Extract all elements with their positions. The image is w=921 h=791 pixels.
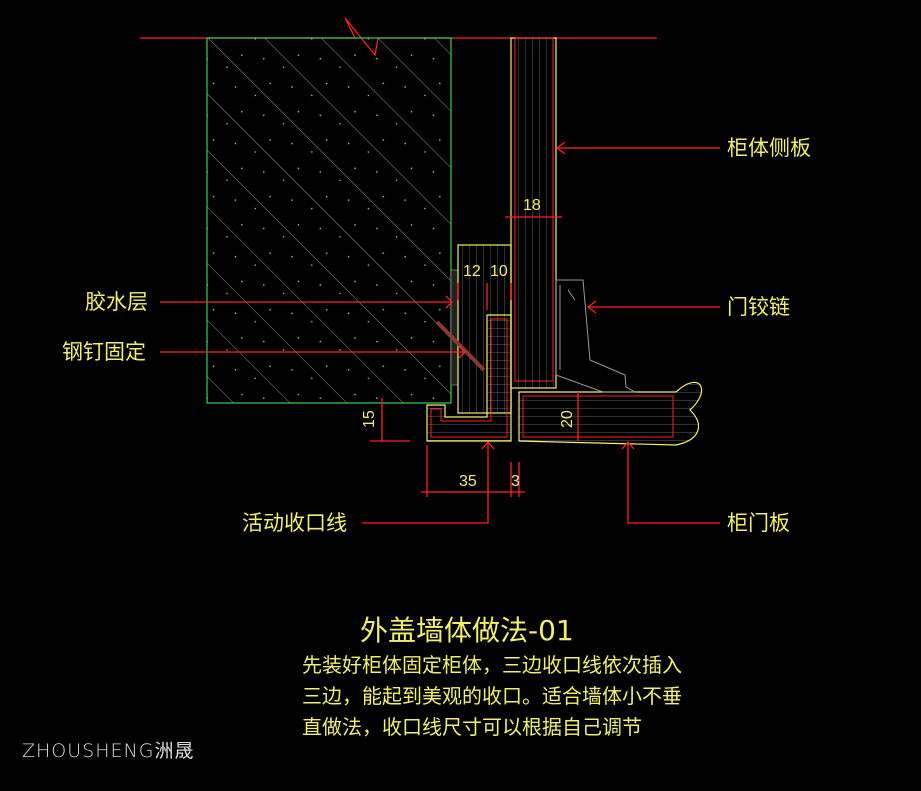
dim-15: 15	[361, 410, 378, 428]
dim-18: 18	[523, 197, 541, 214]
dim-10: 10	[490, 263, 508, 280]
door-panel-inner-line	[522, 395, 674, 438]
closing-strip-inner-line	[430, 318, 508, 438]
closing-strip	[426, 314, 512, 442]
description-line: 直做法，收口线尺寸可以根据自己调节	[302, 715, 642, 739]
side-panel-inner-line	[514, 37, 554, 382]
description-line: 先装好柜体固定柜体，三边收口线依次插入	[302, 653, 682, 677]
label-steel-nail: 钢钉固定	[62, 340, 146, 364]
label-side-panel: 柜体侧板	[727, 136, 811, 160]
hinge	[555, 279, 637, 393]
dim-3: 3	[511, 473, 520, 490]
dim-12: 12	[463, 263, 481, 280]
description: 先装好柜体固定柜体，三边收口线依次插入 三边，能起到美观的收口。适合墙体小不垂 …	[302, 650, 682, 743]
steel-nail	[435, 320, 486, 372]
glue-layer	[450, 269, 459, 386]
description-line: 三边，能起到美观的收口。适合墙体小不垂	[302, 684, 682, 708]
dim-35: 35	[459, 473, 477, 490]
label-closing-strip: 活动收口线	[242, 511, 347, 535]
leader-and-dimension-lines	[160, 141, 720, 524]
cabinet-door-panel	[518, 381, 703, 446]
dim-20: 20	[559, 410, 576, 428]
logo: ZHOUSHENG洲晟	[22, 740, 195, 762]
label-hinge: 门铰链	[727, 295, 790, 319]
label-glue-layer: 胶水层	[85, 290, 148, 314]
cabinet-side-panel	[510, 37, 557, 389]
concrete-wall	[206, 37, 452, 404]
label-door-panel: 柜门板	[727, 511, 790, 535]
drawing-title: 外盖墙体做法-01	[360, 614, 574, 647]
